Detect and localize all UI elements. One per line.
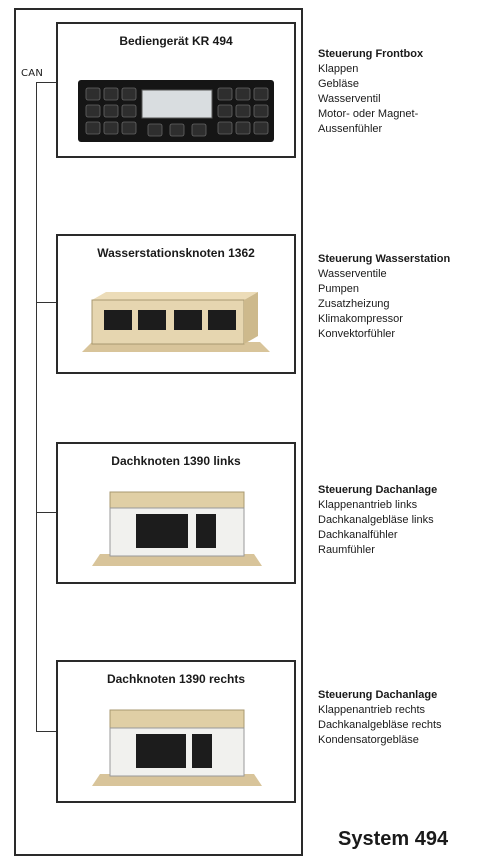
can-bus-stub-3 xyxy=(36,512,56,513)
description-heading: Steuerung Wasserstation xyxy=(318,253,451,265)
description-item: Motor- oder Magnet- xyxy=(318,108,419,120)
description-item: Kondensatorgebläse xyxy=(318,734,419,746)
description-heading: Steuerung Dachanlage xyxy=(318,484,438,496)
control-panel-image xyxy=(78,80,274,142)
can-bus-line xyxy=(36,82,37,732)
system-label: System 494 xyxy=(338,828,449,850)
system-frame xyxy=(14,8,303,856)
description-item: Zusatzheizung xyxy=(318,298,390,310)
description-dachanlage-rechts: Steuerung Dachanlage Klappenantrieb rech… xyxy=(318,688,442,748)
description-item: Klappenantrieb links xyxy=(318,499,418,511)
description-item: Raumfühler xyxy=(318,544,375,556)
description-item: Dachkanalgebläse links xyxy=(318,514,434,526)
can-bus-stub-2 xyxy=(36,302,56,303)
node-title: Dachknoten 1390 rechts xyxy=(106,672,246,686)
description-wasserstation: Steuerung Wasserstation Wasserventile Pu… xyxy=(318,252,450,342)
description-item: Wasserventil xyxy=(318,93,381,105)
description-item: Wasserventile xyxy=(318,268,387,280)
description-dachanlage-links: Steuerung Dachanlage Klappenantrieb link… xyxy=(318,483,437,558)
description-item: Dachkanalgebläse rechts xyxy=(318,719,442,731)
can-bus-stub-4 xyxy=(36,731,56,732)
node-title: Bediengerät KR 494 xyxy=(119,34,233,48)
can-bus-label: CAN xyxy=(21,68,44,79)
node-title: Wasserstationsknoten 1362 xyxy=(97,246,255,260)
node-title: Dachknoten 1390 links xyxy=(111,454,241,468)
can-bus-stub-1 xyxy=(36,82,56,83)
description-item: Klappenantrieb rechts xyxy=(318,704,426,716)
description-item: Dachkanalfühler xyxy=(318,529,398,541)
description-item: Klappen xyxy=(318,63,359,75)
description-heading: Steuerung Frontbox xyxy=(318,48,424,60)
description-item: Klimakompressor xyxy=(318,313,403,325)
description-item: Konvektorfühler xyxy=(318,328,396,340)
dachknoten-links-device-image xyxy=(92,491,262,566)
wasserstation-device-image xyxy=(82,292,270,352)
description-item: Pumpen xyxy=(318,283,359,295)
description-heading: Steuerung Dachanlage xyxy=(318,689,438,701)
node-dachknoten-rechts: Dachknoten 1390 rechts xyxy=(56,660,296,803)
description-item: Gebläse xyxy=(318,78,359,90)
description-item: Aussenfühler xyxy=(318,123,383,135)
node-wasserstation: Wasserstationsknoten 1362 xyxy=(56,234,296,374)
dachknoten-rechts-device-image xyxy=(92,709,262,786)
node-dachknoten-links: Dachknoten 1390 links xyxy=(56,442,296,584)
node-bediengeraet: Bediengerät KR 494 xyxy=(56,22,296,158)
description-frontbox: Steuerung Frontbox Klappen Gebläse Wasse… xyxy=(318,47,423,137)
